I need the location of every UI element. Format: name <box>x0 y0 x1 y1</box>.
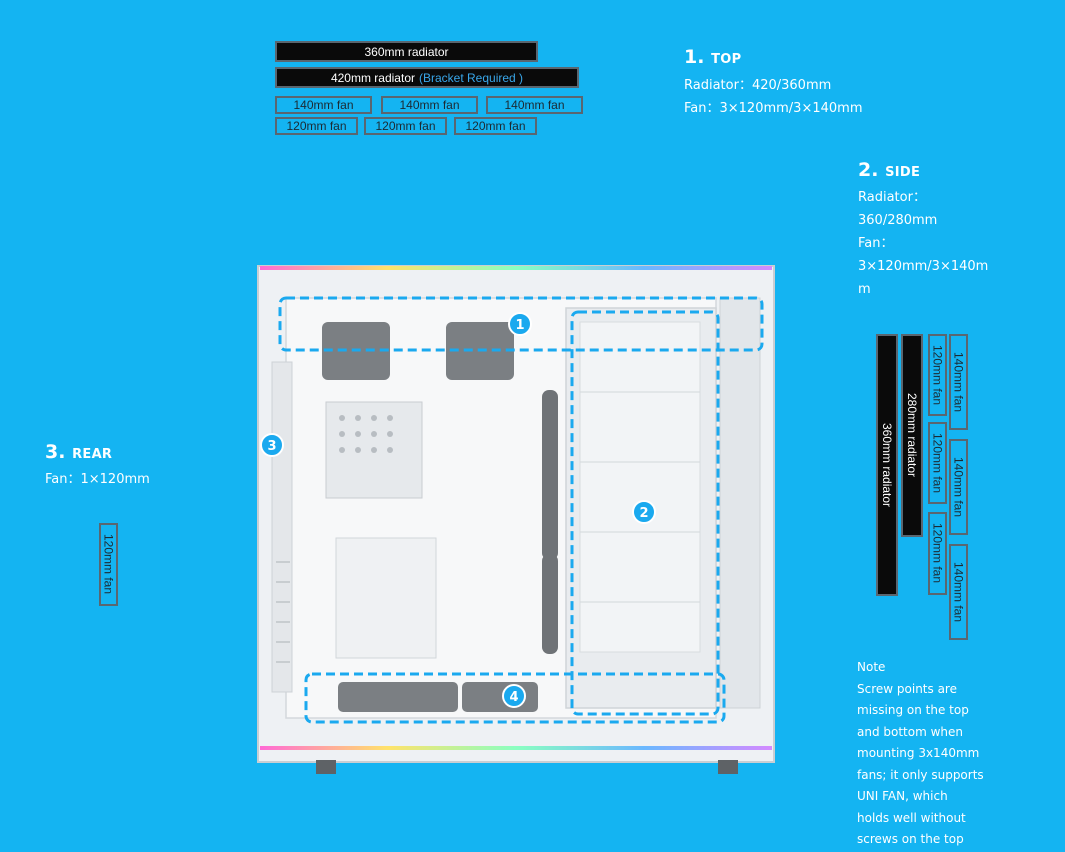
fan-label: 140mm fan <box>951 456 966 518</box>
marker-1: 1 <box>508 312 532 336</box>
bottom-vent <box>338 682 458 712</box>
fan-label: 140mm fan <box>504 98 565 112</box>
fan-label: 120mm fan <box>101 534 116 595</box>
section-number: 3. <box>45 441 66 463</box>
top-radiator-420-label: 420mm radiator <box>330 70 415 85</box>
case-foot <box>718 760 738 774</box>
side-fan-140-bar: 140mm fan <box>949 544 968 640</box>
side-fan-140-bar: 140mm fan <box>949 439 968 535</box>
section-top-specs: Radiator：420/360mm Fan：3×120mm/3×140mm <box>684 74 862 120</box>
note-line: UNI FAN, which <box>857 789 948 803</box>
top-fan-140-bar: 140mm fan <box>381 96 478 114</box>
marker-3-label: 3 <box>267 439 276 454</box>
spec-line: m <box>858 282 871 297</box>
note-block: Note Screw points are missing on the top… <box>857 657 984 851</box>
rear-fan-120-bar: 120mm fan <box>99 523 118 606</box>
top-fan-120-bar: 120mm fan <box>275 117 358 135</box>
marker-4: 4 <box>502 684 526 708</box>
front-glass <box>719 297 761 709</box>
top-radiator-360-label: 360mm radiator <box>364 44 449 59</box>
side-fan-120-bar: 120mm fan <box>928 422 947 504</box>
top-fan-120-bar: 120mm fan <box>364 117 447 135</box>
side-fan-140-bar: 140mm fan <box>949 334 968 430</box>
note-line: Screw points are <box>857 681 957 696</box>
spec-fan: Fan：3×120mm/3×140mm <box>684 101 863 116</box>
fan-label: 140mm fan <box>951 351 966 413</box>
fan-label: 120mm fan <box>930 344 945 406</box>
marker-2-label: 2 <box>639 506 648 521</box>
side-bracket <box>579 321 701 653</box>
note-title: Note <box>857 660 886 674</box>
side-radiator-360-bar: 360mm radiator <box>876 334 898 596</box>
fan-label: 120mm fan <box>465 119 526 133</box>
spec-line: Radiator： <box>858 190 926 205</box>
top-fan-140-bar: 140mm fan <box>486 96 583 114</box>
note-line: fans; it only supports <box>857 767 984 782</box>
section-side-specs: Radiator： 360/280mm Fan： 3×120mm/3×140m … <box>858 186 988 301</box>
section-rear-specs: Fan：1×120mm <box>45 468 150 491</box>
section-number: 1. <box>684 46 705 68</box>
fan-label: 140mm fan <box>399 98 460 112</box>
spec-line: 3×120mm/3×140m <box>858 259 989 274</box>
bracket-required-note: (Bracket Required ) <box>419 70 524 85</box>
top-fan-120-bar: 120mm fan <box>454 117 537 135</box>
marker-4-label: 4 <box>509 690 518 705</box>
spec-radiator: Radiator：420/360mm <box>684 78 832 93</box>
note-line: mounting 3x140mm <box>857 746 980 760</box>
spec-line: 360/280mm <box>858 213 938 228</box>
fan-label: 120mm fan <box>286 119 347 133</box>
fan-label: 120mm fan <box>375 119 436 133</box>
section-side-heading: 2. SIDE <box>858 159 920 181</box>
marker-3: 3 <box>260 433 284 457</box>
note-line: holds well without <box>857 810 966 825</box>
top-radiator-360-bar: 360mm radiator <box>275 41 538 62</box>
case-foot <box>316 760 336 774</box>
section-top-heading: 1. TOP <box>684 46 741 68</box>
zone-bottom-outline <box>304 672 726 724</box>
note-line: screws on the top <box>857 832 964 846</box>
zone-top-outline <box>278 296 764 352</box>
marker-1-label: 1 <box>515 318 524 333</box>
section-number: 2. <box>858 159 879 181</box>
fan-label: 140mm fan <box>951 561 966 623</box>
rgb-strip-bottom <box>260 746 772 750</box>
note-line: missing on the top <box>857 703 969 717</box>
section-rear-heading: 3. REAR <box>45 441 112 463</box>
fan-label: 140mm fan <box>293 98 354 112</box>
pc-case-image: 1 2 3 4 <box>257 265 775 774</box>
top-radiator-420-bar: 420mm radiator (Bracket Required ) <box>275 67 579 88</box>
section-title: SIDE <box>885 165 921 180</box>
section-title: TOP <box>711 52 742 67</box>
rgb-strip-top <box>260 266 772 270</box>
radiator-label: 280mm radiator <box>905 393 919 478</box>
cable-grommet <box>542 554 558 654</box>
side-fan-120-bar: 120mm fan <box>928 512 947 595</box>
side-radiator-280-bar: 280mm radiator <box>901 334 923 537</box>
spec-fan: Fan：1×120mm <box>45 472 150 487</box>
marker-2: 2 <box>632 500 656 524</box>
cable-grommet <box>542 390 558 560</box>
spec-line: Fan： <box>858 236 894 251</box>
zone-side-outline <box>570 310 720 716</box>
psu-cover-plate <box>335 537 437 659</box>
bottom-vent <box>462 682 538 712</box>
fan-label: 120mm fan <box>930 523 945 584</box>
radiator-label: 360mm radiator <box>880 422 894 508</box>
fan-label: 120mm fan <box>930 432 945 494</box>
section-title: REAR <box>72 447 113 462</box>
note-line: and bottom when <box>857 724 964 739</box>
side-fan-120-bar: 120mm fan <box>928 334 947 416</box>
top-fan-140-bar: 140mm fan <box>275 96 372 114</box>
